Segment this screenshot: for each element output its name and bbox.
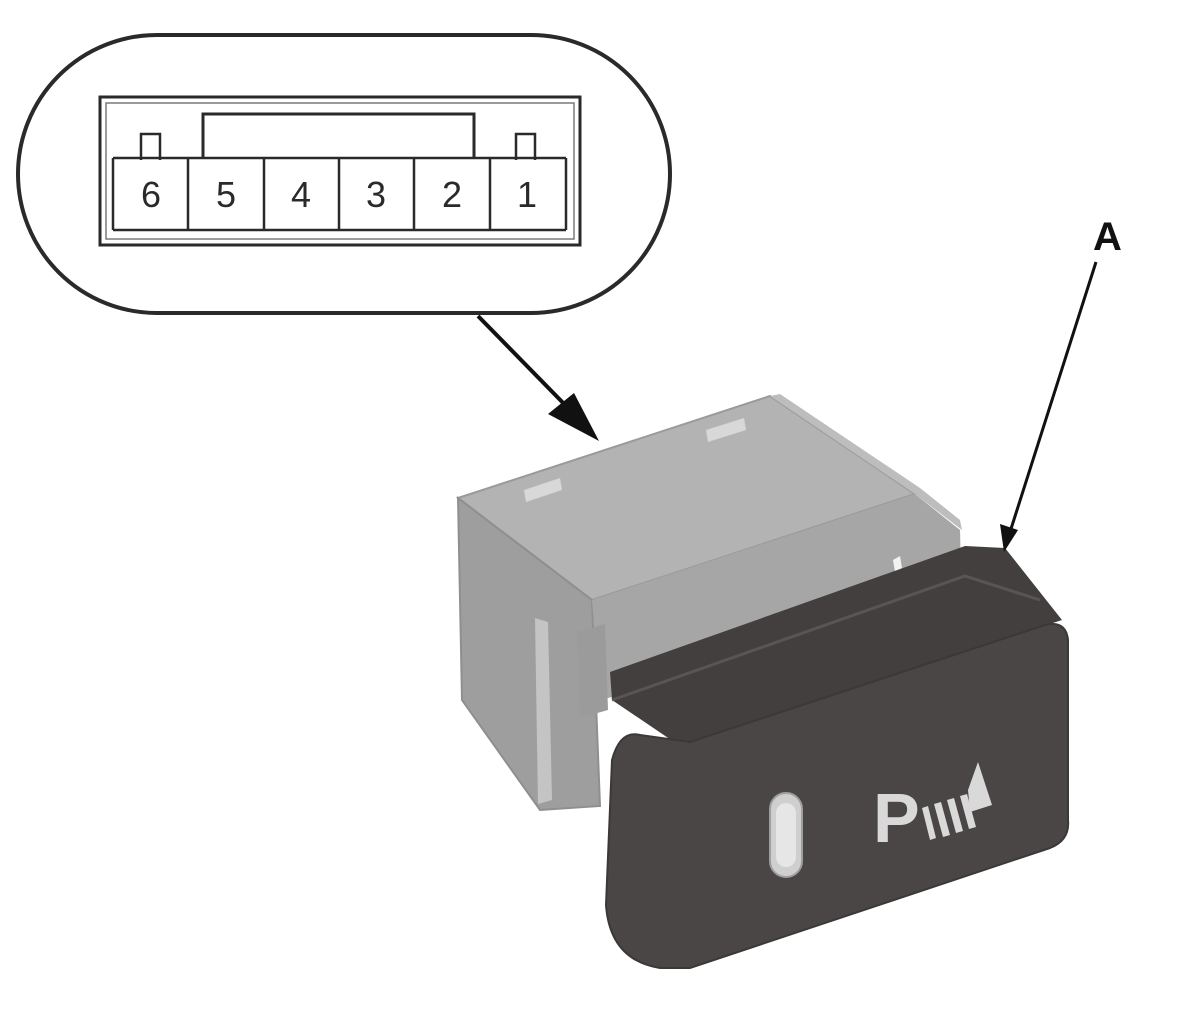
connector-detail-callout: 6 5 4 3 2 1 <box>16 33 672 315</box>
switch-housing <box>455 394 962 812</box>
cap-edge-highlight <box>611 574 1041 702</box>
connector-left-tab <box>139 132 162 160</box>
pin-label-4: 4 <box>291 174 311 215</box>
housing-slot-right <box>706 418 746 442</box>
callout-a: A <box>1000 215 1122 552</box>
cap-front-face <box>604 623 1070 969</box>
pin-label-2: 2 <box>442 174 462 215</box>
parking-sensor-waves-icon <box>922 762 992 840</box>
indicator-led-inner <box>776 803 796 867</box>
pin-label-6: 6 <box>141 174 161 215</box>
pin-label-5: 5 <box>216 174 236 215</box>
housing-right-edge <box>770 394 962 530</box>
housing-left-face <box>456 495 602 812</box>
switch-cap: P <box>604 546 1070 969</box>
connector-right-tab <box>514 132 537 160</box>
pin-label-1: 1 <box>517 174 537 215</box>
terminal-row <box>111 156 568 232</box>
pin-label-3: 3 <box>366 174 386 215</box>
housing-flange-bottom <box>577 624 608 718</box>
callout-label-a: A <box>1093 215 1122 259</box>
detail-leader-arrow <box>476 314 599 441</box>
parking-sensor-symbol-p: P <box>873 779 920 857</box>
housing-flange-left <box>535 618 552 804</box>
callout-a-arrowhead <box>1000 524 1018 552</box>
callout-a-leader <box>1008 261 1098 533</box>
connector-latch <box>201 112 476 157</box>
housing-clip-dot <box>893 556 902 572</box>
connector-inner-outline <box>105 102 575 240</box>
cap-top-face <box>610 546 1062 746</box>
housing-slot-left <box>524 478 562 502</box>
